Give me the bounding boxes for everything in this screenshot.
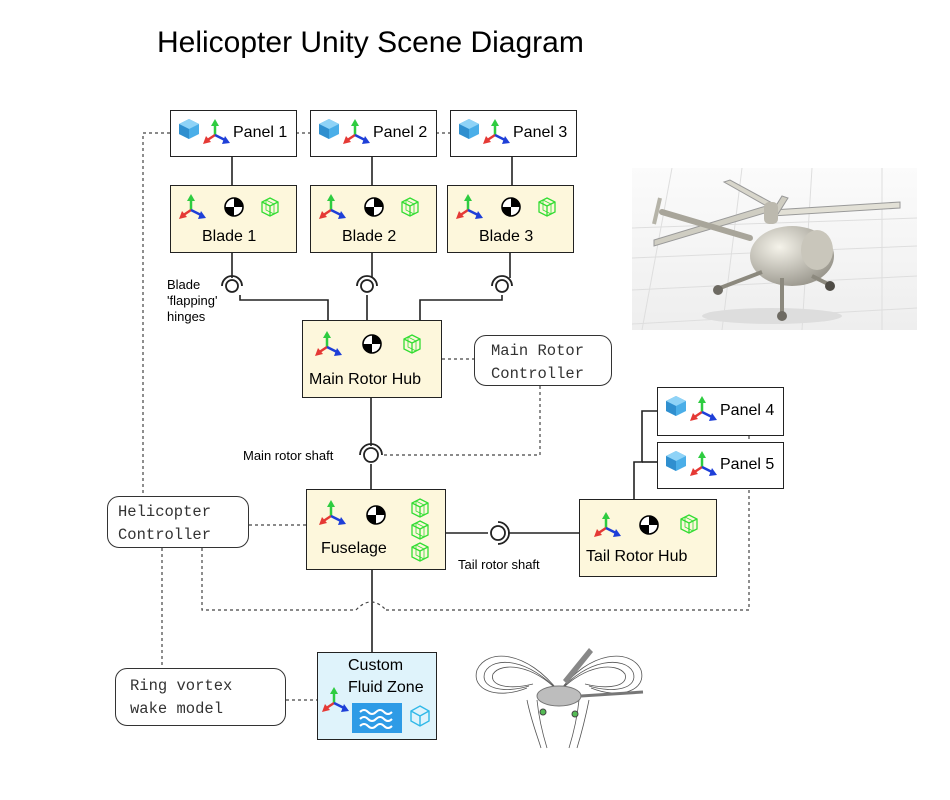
- panel-5-node[interactable]: Panel 5: [657, 442, 784, 489]
- vortex-wake-image: [467, 640, 652, 750]
- collider-icon: [538, 197, 556, 222]
- tail-rotor-hub-node[interactable]: Tail Rotor Hub: [579, 499, 717, 577]
- collider-icon: [403, 334, 421, 359]
- cube-icon: [664, 394, 688, 423]
- transform-axes-icon: [203, 119, 231, 150]
- panel-1-node[interactable]: Panel 1: [170, 110, 297, 157]
- panel-label: Panel 4: [720, 402, 775, 419]
- fuselage-label: Fuselage: [321, 540, 387, 557]
- panel-label: Panel 2: [373, 124, 428, 141]
- shaft-joint-icon: [359, 443, 383, 463]
- transform-axes-icon: [179, 194, 207, 225]
- cube-icon: [664, 449, 688, 478]
- transform-axes-icon: [456, 194, 484, 225]
- hub-label: Main Rotor Hub: [309, 371, 422, 388]
- collider-icon: [261, 197, 279, 222]
- hinge-joint-icon: [356, 275, 378, 293]
- tail-hub-label: Tail Rotor Hub: [586, 548, 688, 565]
- hinge-joint-icon: [221, 275, 243, 293]
- blade-label: Blade 2: [342, 228, 397, 245]
- transform-axes-icon: [690, 451, 718, 482]
- collider-icon: [680, 514, 698, 539]
- fuselage-node[interactable]: Fuselage: [306, 489, 446, 570]
- cube-icon: [177, 117, 201, 146]
- center-of-mass-icon: [365, 504, 387, 531]
- transform-axes-icon: [315, 331, 343, 362]
- transform-axes-icon: [483, 119, 511, 150]
- center-of-mass-icon: [638, 514, 660, 541]
- transform-axes-icon: [594, 512, 622, 543]
- main-shaft-label: Main rotor shaft: [243, 448, 334, 463]
- collider-icon: [411, 542, 429, 567]
- cube-icon: [317, 117, 341, 146]
- transform-axes-icon: [343, 119, 371, 150]
- transform-axes-icon: [322, 687, 350, 718]
- fluid-zone-node[interactable]: Custom Fluid Zone: [317, 652, 437, 740]
- center-of-mass-icon: [361, 333, 383, 360]
- blade-2-node[interactable]: Blade 2: [310, 185, 437, 253]
- fluid-zone-label-2: Fluid Zone: [348, 679, 424, 696]
- blade-1-node[interactable]: Blade 1: [170, 185, 297, 253]
- cube-outline-icon: [410, 705, 430, 732]
- center-of-mass-icon: [363, 196, 385, 223]
- shaft-joint-icon: [490, 521, 510, 545]
- panel-label: Panel 5: [720, 456, 775, 473]
- panel-label: Panel 1: [233, 124, 288, 141]
- collider-icon: [411, 498, 429, 523]
- transform-axes-icon: [690, 396, 718, 427]
- helicopter-render-image: [632, 168, 917, 330]
- blade-label: Blade 3: [479, 228, 534, 245]
- blade-hinges-label: Blade 'flapping' hinges: [167, 277, 218, 324]
- transform-axes-icon: [319, 194, 347, 225]
- panel-2-node[interactable]: Panel 2: [310, 110, 437, 157]
- blade-label: Blade 1: [202, 228, 257, 245]
- blade-3-node[interactable]: Blade 3: [447, 185, 574, 253]
- main-rotor-controller[interactable]: Main Rotor Controller: [474, 335, 612, 386]
- center-of-mass-icon: [500, 196, 522, 223]
- panel-label: Panel 3: [513, 124, 568, 141]
- panel-3-node[interactable]: Panel 3: [450, 110, 577, 157]
- helicopter-controller[interactable]: Helicopter Controller: [107, 496, 249, 548]
- cube-icon: [457, 117, 481, 146]
- collider-icon: [401, 197, 419, 222]
- tail-shaft-label: Tail rotor shaft: [458, 557, 540, 572]
- collider-icon: [411, 520, 429, 545]
- ring-vortex-wake-model[interactable]: Ring vortex wake model: [115, 668, 286, 726]
- hinge-joint-icon: [491, 275, 513, 293]
- center-of-mass-icon: [223, 196, 245, 223]
- panel-4-node[interactable]: Panel 4: [657, 387, 784, 436]
- water-icon: [352, 703, 402, 738]
- transform-axes-icon: [319, 500, 347, 531]
- main-rotor-hub-node[interactable]: Main Rotor Hub: [302, 320, 442, 398]
- page-title: Helicopter Unity Scene Diagram: [157, 26, 584, 59]
- fluid-zone-label-1: Custom: [348, 657, 404, 674]
